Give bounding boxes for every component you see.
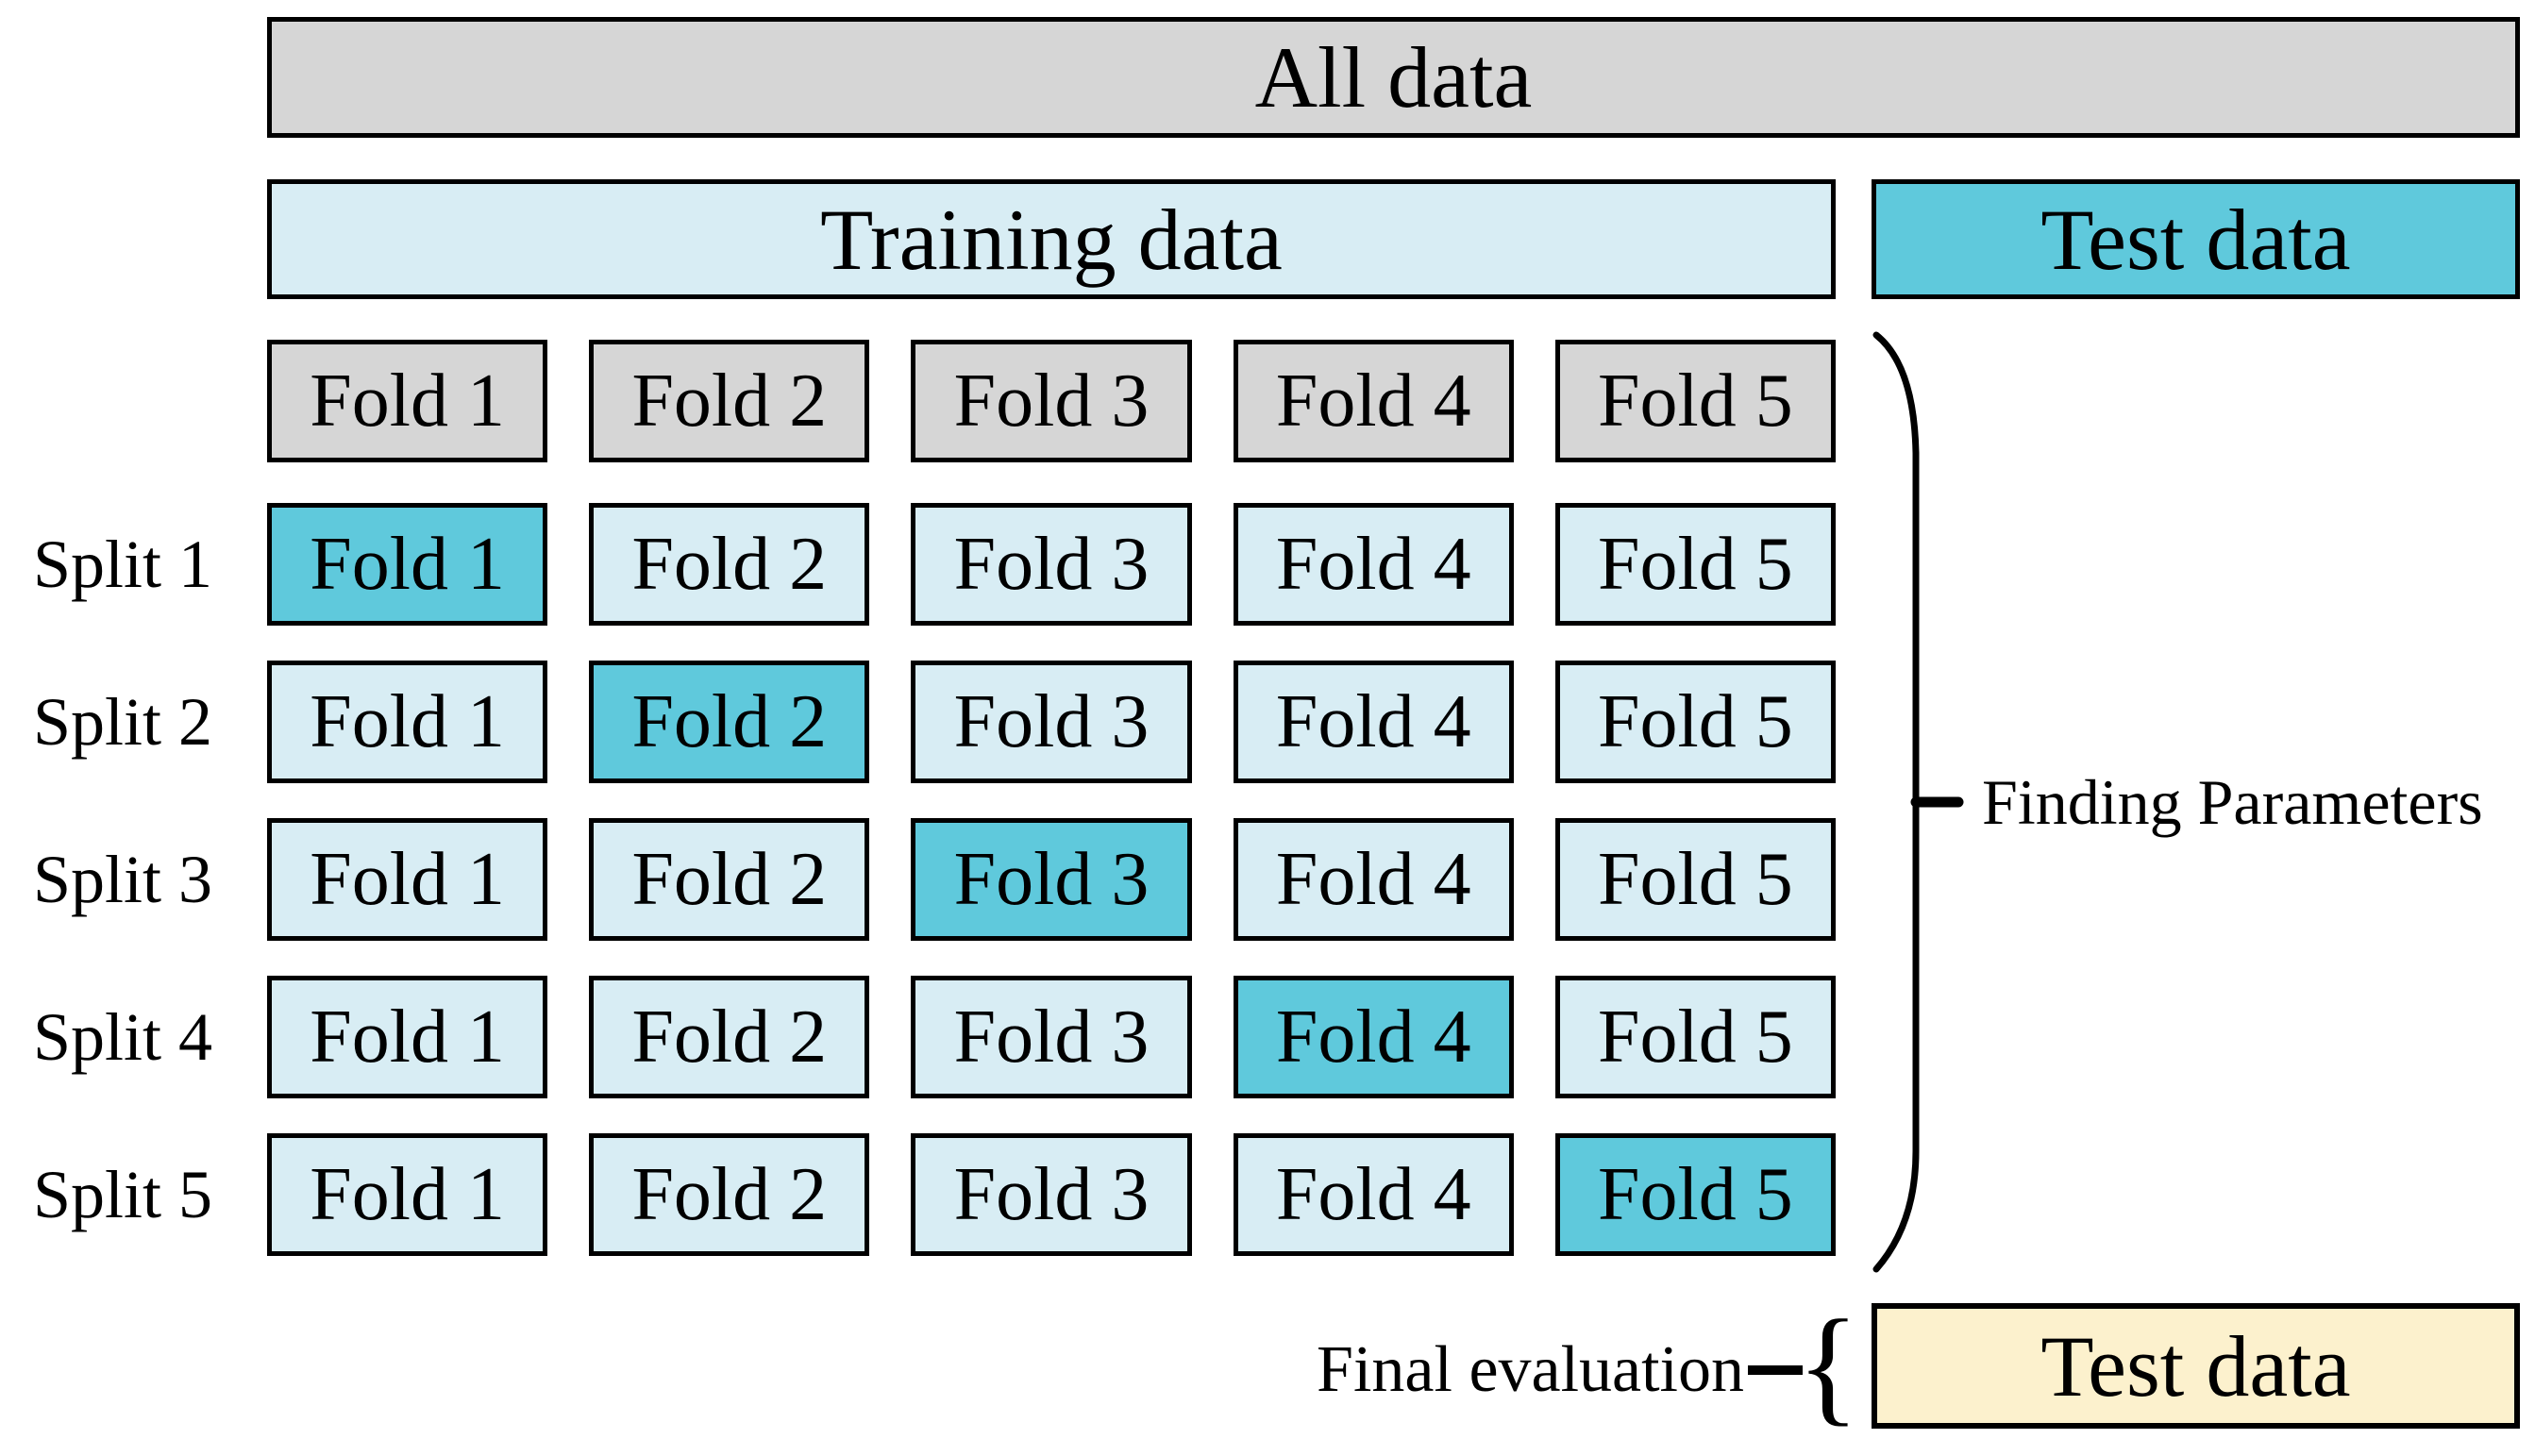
fold-cell: Fold 3 xyxy=(911,503,1192,626)
fold-cell: Fold 1 xyxy=(267,818,548,941)
fold-cell: Fold 2 xyxy=(589,1133,870,1256)
fold-cell: Fold 3 xyxy=(911,661,1192,783)
fold-header-cell: Fold 3 xyxy=(911,340,1192,462)
split-label: Split 1 xyxy=(32,527,213,602)
fold-cell: Fold 4 xyxy=(1233,503,1514,626)
split-row: Fold 1 Fold 2 Fold 3 Fold 4 Fold 5 xyxy=(267,661,1837,783)
fold-cell: Fold 3 xyxy=(911,1133,1192,1256)
left-curly-brace-icon: { xyxy=(1796,1293,1860,1437)
test-fold-cell: Fold 5 xyxy=(1554,1133,1837,1256)
finding-parameters-brace-icon xyxy=(1872,331,1964,1273)
test-fold-cell: Fold 3 xyxy=(911,818,1192,941)
final-test-data-bar: Test data xyxy=(1872,1303,2520,1429)
test-data-label: Test data xyxy=(2040,191,2351,288)
test-fold-cell: Fold 1 xyxy=(267,503,548,626)
fold-cell: Fold 1 xyxy=(267,976,548,1098)
final-test-data-label: Test data xyxy=(2040,1317,2351,1414)
split-label: Split 3 xyxy=(32,842,213,917)
split-label: Split 2 xyxy=(32,684,213,760)
fold-cell: Fold 5 xyxy=(1554,661,1837,783)
fold-cell: Fold 5 xyxy=(1554,503,1837,626)
test-fold-cell: Fold 2 xyxy=(589,661,870,783)
all-data-bar: All data xyxy=(267,17,2520,138)
split-row: Fold 1 Fold 2 Fold 3 Fold 4 Fold 5 xyxy=(267,976,1837,1098)
split-label: Split 4 xyxy=(32,999,213,1075)
split-row: Fold 1 Fold 2 Fold 3 Fold 4 Fold 5 xyxy=(267,818,1837,941)
training-data-label: Training data xyxy=(820,191,1283,288)
fold-cell: Fold 4 xyxy=(1233,818,1514,941)
fold-cell: Fold 3 xyxy=(911,976,1192,1098)
final-evaluation-dash xyxy=(1748,1365,1803,1375)
test-fold-cell: Fold 4 xyxy=(1233,976,1514,1098)
fold-header-cell: Fold 2 xyxy=(589,340,870,462)
fold-header-cell: Fold 4 xyxy=(1233,340,1514,462)
all-data-label: All data xyxy=(1254,29,1533,126)
fold-cell: Fold 2 xyxy=(589,503,870,626)
fold-cell: Fold 5 xyxy=(1554,976,1837,1098)
test-data-bar: Test data xyxy=(1872,179,2520,299)
split-label: Split 5 xyxy=(32,1157,213,1232)
fold-cell: Fold 2 xyxy=(589,976,870,1098)
fold-header-cell: Fold 1 xyxy=(267,340,548,462)
split-row: Fold 1 Fold 2 Fold 3 Fold 4 Fold 5 xyxy=(267,503,1837,626)
training-data-bar: Training data xyxy=(267,179,1836,299)
fold-cell: Fold 5 xyxy=(1554,818,1837,941)
split-row: Fold 1 Fold 2 Fold 3 Fold 4 Fold 5 xyxy=(267,1133,1837,1256)
final-evaluation-label: Final evaluation xyxy=(1317,1333,1744,1406)
fold-cell: Fold 4 xyxy=(1233,661,1514,783)
fold-cell: Fold 2 xyxy=(589,818,870,941)
fold-header-cell: Fold 5 xyxy=(1554,340,1837,462)
fold-header-row: Fold 1 Fold 2 Fold 3 Fold 4 Fold 5 xyxy=(267,340,1837,462)
fold-cell: Fold 1 xyxy=(267,661,548,783)
fold-cell: Fold 4 xyxy=(1233,1133,1514,1256)
fold-cell: Fold 1 xyxy=(267,1133,548,1256)
finding-parameters-label: Finding Parameters xyxy=(1982,766,2483,838)
